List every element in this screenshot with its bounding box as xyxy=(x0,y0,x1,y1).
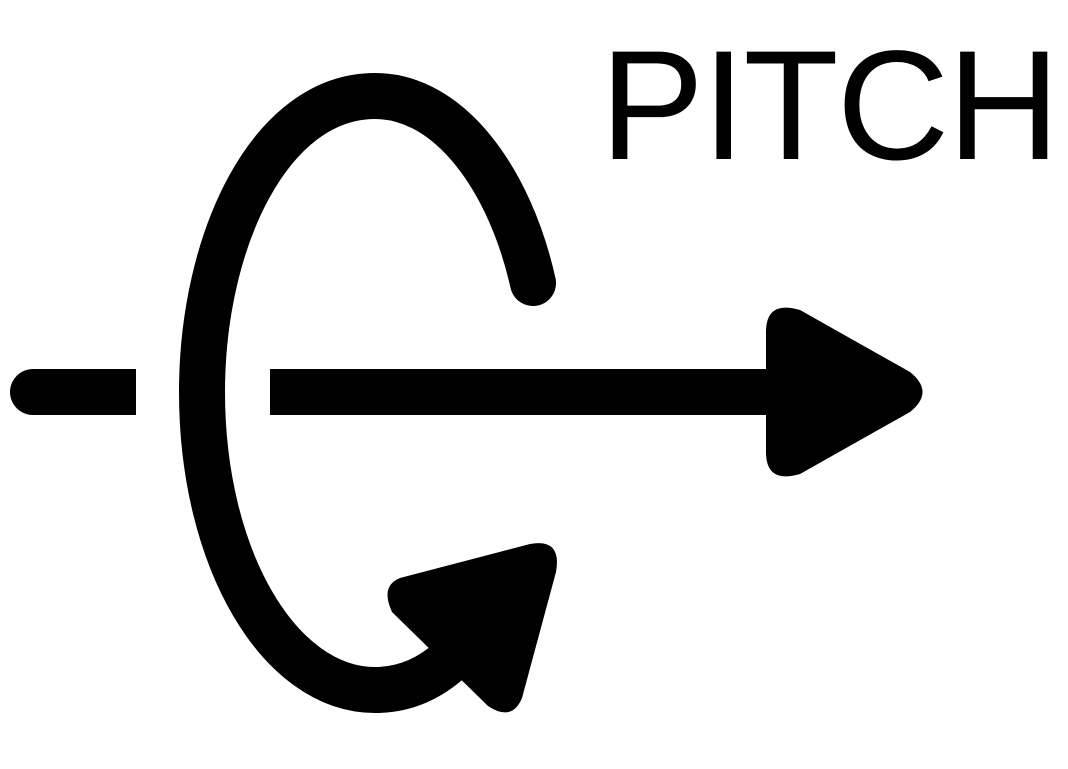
pitch-label: PITCH xyxy=(600,19,1060,193)
rotation-arrowhead-icon xyxy=(387,543,557,713)
axis-arrowhead-icon xyxy=(766,307,923,477)
axis-dash-left-cap-mask xyxy=(136,360,166,424)
rotation-arc xyxy=(178,72,556,714)
